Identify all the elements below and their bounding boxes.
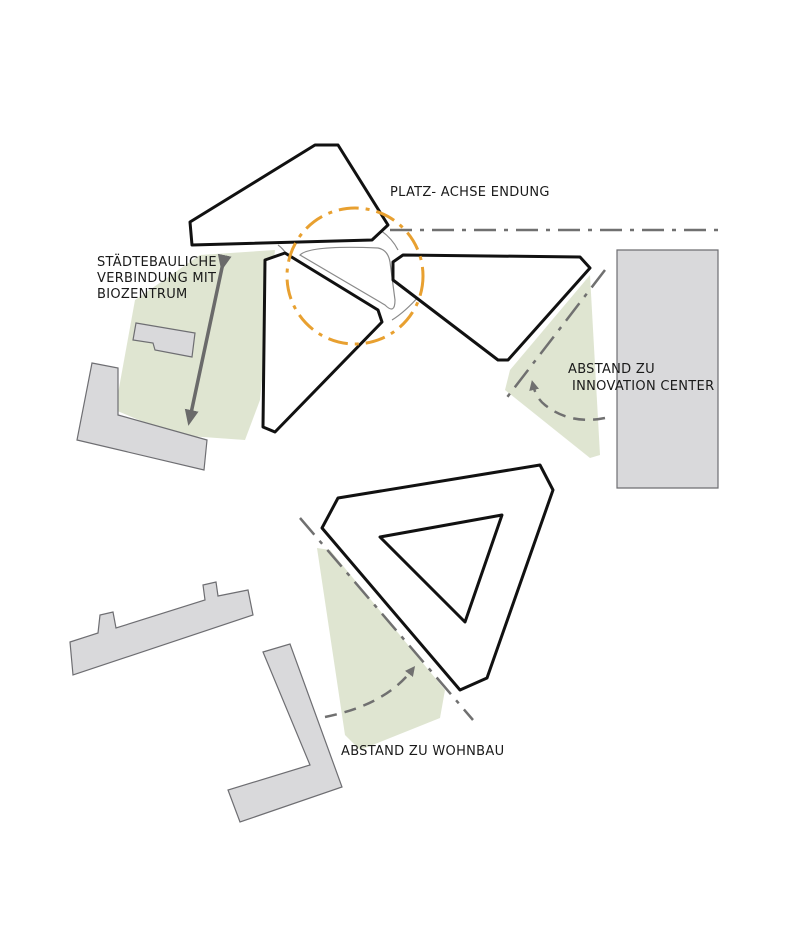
label-innovation-line1: ABSTAND ZU [568, 362, 655, 377]
existing-buildings [69, 249, 719, 823]
plaza-inner-shape [299, 246, 396, 310]
green-area-east [505, 275, 600, 458]
label-verbindung-line1: STÄDTEBAULICHE [97, 254, 217, 270]
label-platz-achse: PLATZ- ACHSE ENDUNG [390, 185, 550, 200]
plaza-circle [285, 206, 425, 346]
wohnbau-distance-axis [299, 517, 474, 721]
existing-building-long-southwest [69, 581, 254, 676]
wohnbau-distance-arrow [324, 666, 416, 719]
label-wohnbau: ABSTAND ZU WOHNBAU [341, 744, 504, 759]
green-area-south [317, 548, 445, 750]
label-verbindung-line3: BIOZENTRUM [97, 287, 188, 302]
label-innovation-line2: INNOVATION CENTER [572, 379, 714, 394]
label-verbindung-line2: VERBINDUNG MIT [97, 271, 216, 286]
biozentrum-connection-arrow [184, 253, 232, 426]
new-building-east [391, 253, 592, 362]
new-buildings [188, 143, 592, 692]
innovation-distance-axis [504, 269, 606, 401]
new-building-north [188, 143, 390, 247]
new-building-west [261, 251, 384, 434]
plaza-link-northeast [379, 229, 399, 251]
new-building-south-courtyard [320, 463, 555, 692]
innovation-center-building [616, 249, 719, 489]
existing-building-l-south [227, 643, 343, 823]
existing-building-l-west [76, 362, 208, 471]
innovation-distance-arrow [529, 380, 606, 422]
